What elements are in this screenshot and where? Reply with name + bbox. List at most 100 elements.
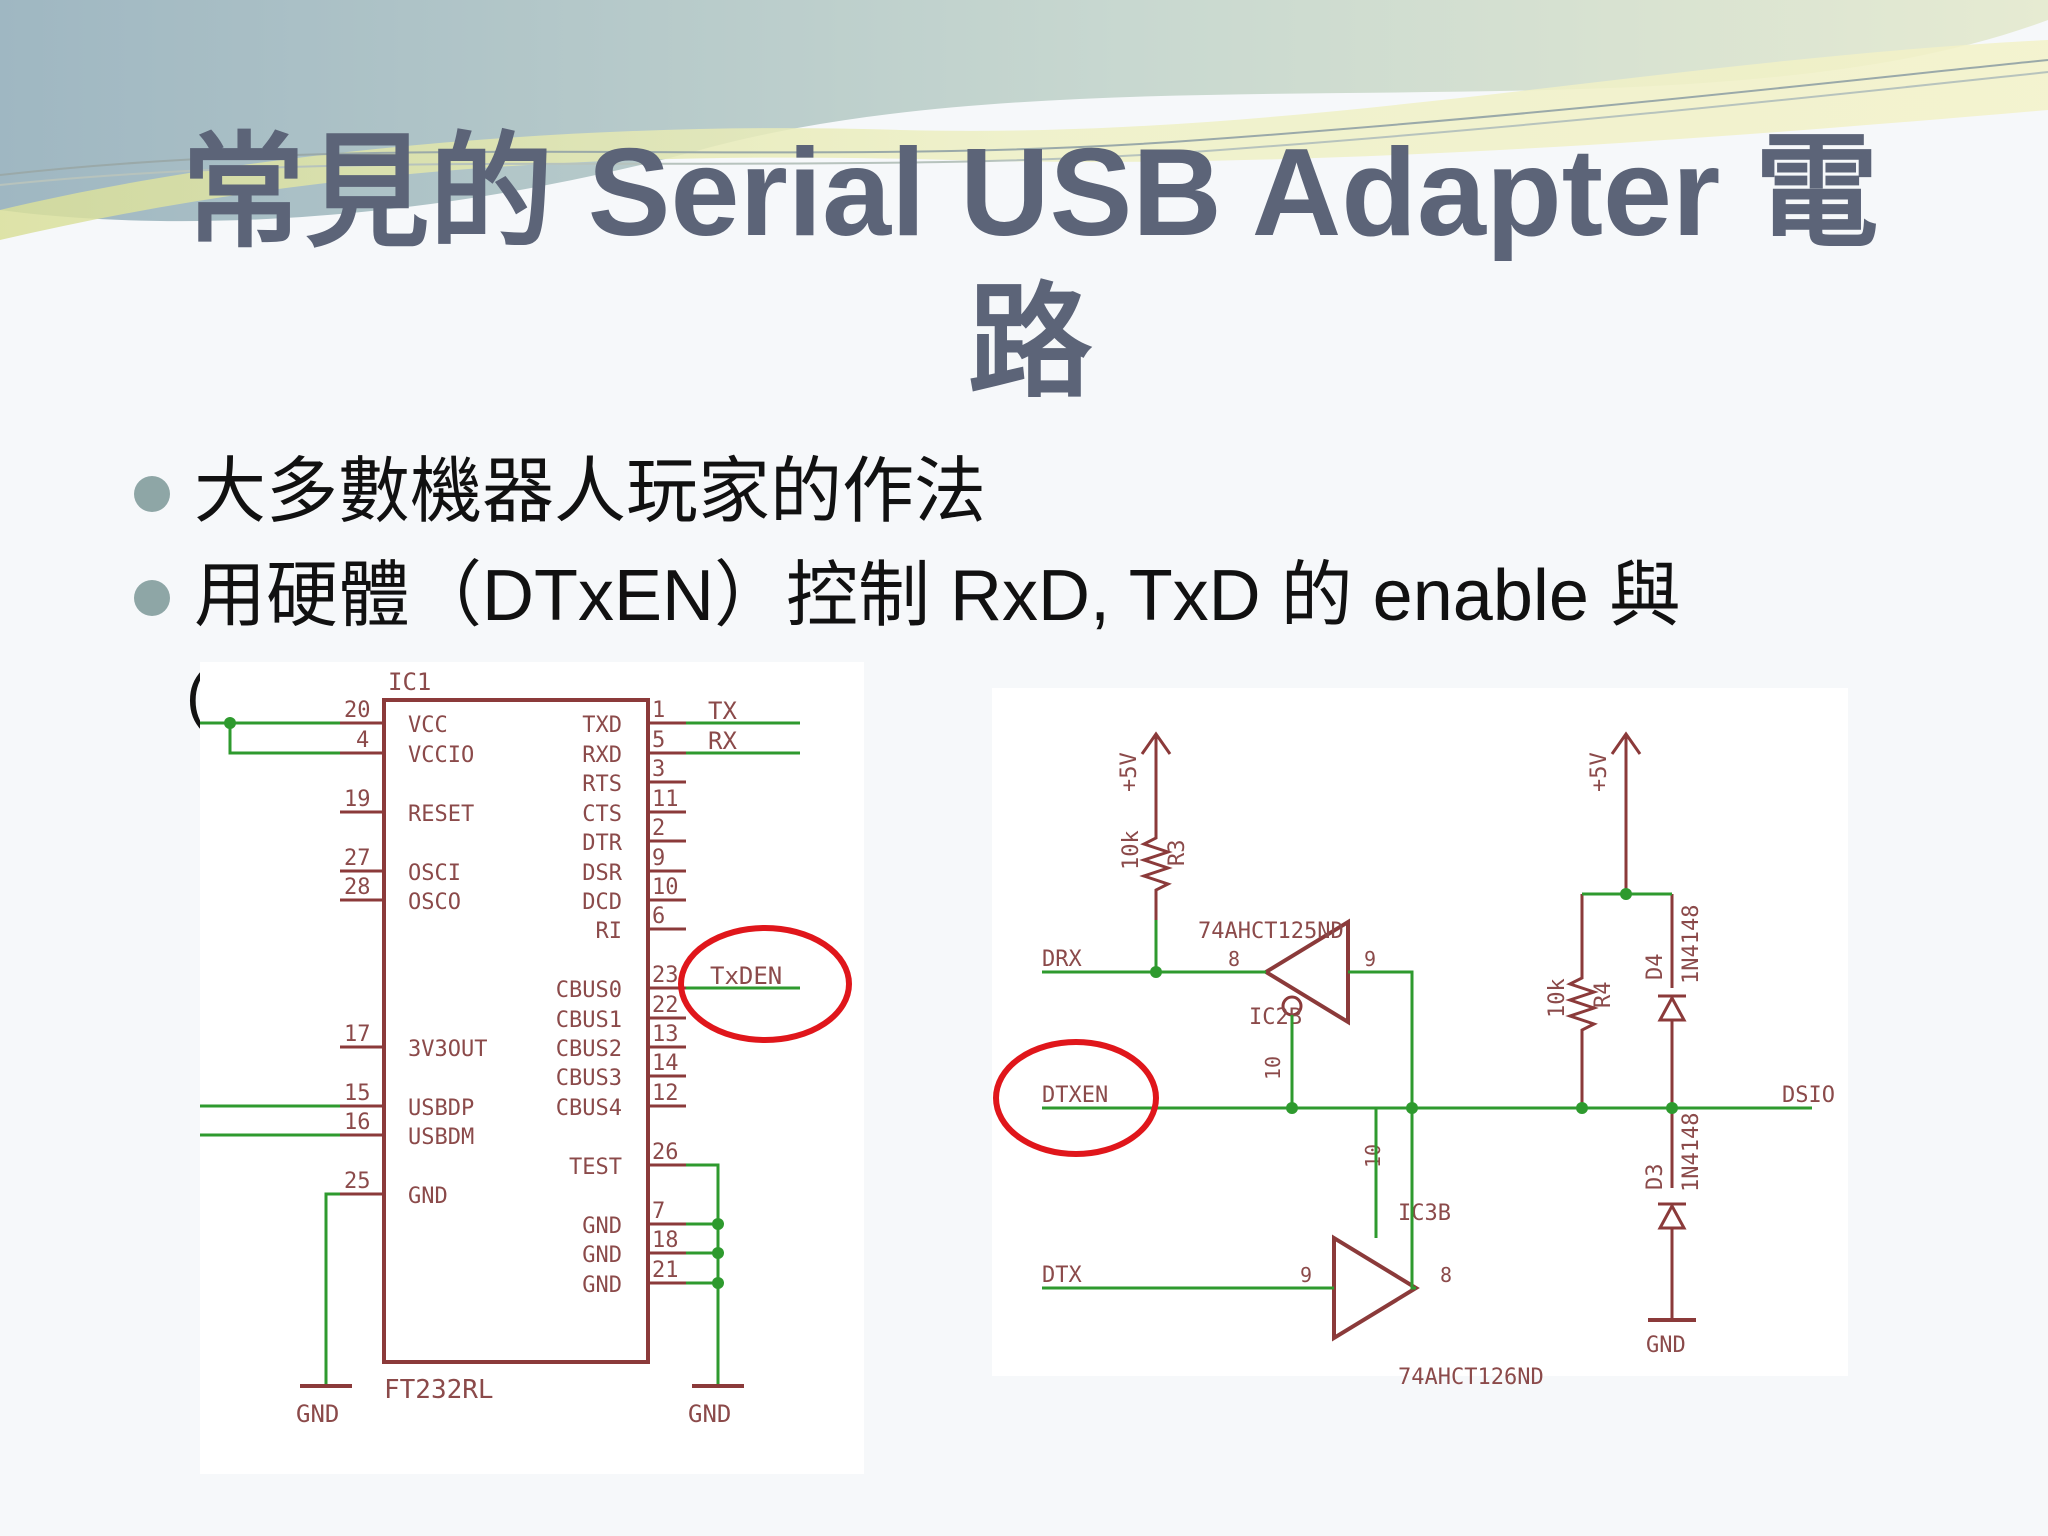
net-label-dtx: DTX <box>1042 1263 1082 1288</box>
gnd-label: GND <box>1646 1333 1686 1358</box>
ic1-pin-num: 12 <box>652 1081 679 1106</box>
ic3b-pin-label: 9 <box>1300 1263 1312 1287</box>
ic1-pin-name: RTS <box>582 772 622 797</box>
ic1-pin-name: CBUS0 <box>556 978 622 1003</box>
buffer-schematic: +5V +5V 10k R3 10k R4 74AHCT125ND IC2B 8… <box>992 688 1848 1390</box>
ic1-pin-name: RXD <box>582 743 622 768</box>
ic1-pin-name: DCD <box>582 890 622 915</box>
vcc-label-2: +5V <box>1587 752 1612 792</box>
ic1-pin-num: 1 <box>652 698 665 723</box>
gnd-right-label: GND <box>688 1400 731 1428</box>
ic1-pin-num: 9 <box>652 846 665 871</box>
ic1-pin-name: OSCO <box>408 890 461 915</box>
ic1-pin-num: 26 <box>652 1140 679 1165</box>
ic1-pin-name: GND <box>408 1184 448 1209</box>
ic1-body <box>382 698 650 1364</box>
d3-ref-label: D3 <box>1643 1164 1668 1191</box>
ic1-pin-name: CBUS3 <box>556 1066 622 1091</box>
d3-part-label: 1N4148 <box>1679 1113 1704 1192</box>
ic1-pin-name: GND <box>582 1243 622 1268</box>
ic1-pin-name: TEST <box>569 1155 622 1180</box>
ic1-pin-num: 28 <box>344 875 371 900</box>
bullet-item-1: 大多數機器人玩家的作法 <box>130 440 1930 544</box>
bullet-text-2: 用硬體（DTxEN）控制 RxD, TxD 的 enable 與 <box>194 556 1681 636</box>
dtxen-highlight-circle <box>993 1039 1159 1157</box>
r4-ref-label: R4 <box>1591 982 1616 1009</box>
ic1-pin-name: GND <box>582 1214 622 1239</box>
ic1-pin-num: 6 <box>652 904 665 929</box>
ic1-pin-num: 11 <box>652 787 679 812</box>
ic1-pin-name: TXD <box>582 713 622 738</box>
ic1-pin-num: 17 <box>344 1022 371 1047</box>
ic1-pin-num: 16 <box>344 1110 371 1135</box>
bullet-item-2: 用硬體（DTxEN）控制 RxD, TxD 的 enable 與 <box>130 544 1930 648</box>
ic1-pin-name: OSCI <box>408 861 461 886</box>
ic3b-part-label: 74AHCT126ND <box>1398 1365 1544 1390</box>
ic1-ref-label: IC1 <box>388 668 431 696</box>
ic3b-pin-label: 10 <box>1361 1144 1385 1168</box>
ic1-pin-num: 14 <box>652 1051 679 1076</box>
ic3b-pin-label: 8 <box>1440 1263 1452 1287</box>
resistor-r3 <box>1139 810 1173 920</box>
buffer-ic3b <box>1332 1234 1420 1342</box>
d4-ref-label: D4 <box>1643 954 1668 981</box>
net-label-rx: RX <box>708 727 737 755</box>
ic1-pin-num: 7 <box>652 1199 665 1224</box>
ic2b-pin-label: 8 <box>1228 947 1240 971</box>
bullet-list: 大多數機器人玩家的作法 用硬體（DTxEN）控制 RxD, TxD 的 enab… <box>130 440 1930 648</box>
ic1-pin-num: 21 <box>652 1258 679 1283</box>
ic1-part-label: FT232RL <box>384 1375 494 1405</box>
ic1-pin-name: CBUS1 <box>556 1008 622 1033</box>
net-label-dsio: DSIO <box>1782 1083 1835 1108</box>
ic2b-ref-label: IC2B <box>1249 1005 1302 1030</box>
r3-value-label: 10k <box>1119 830 1144 870</box>
ic1-pin-num: 18 <box>652 1228 679 1253</box>
bullet-text-1: 大多數機器人玩家的作法 <box>194 452 987 532</box>
ic1-pin-name: USBDM <box>408 1125 474 1150</box>
ic1-pin-name: DTR <box>582 831 622 856</box>
ic1-pin-name: VCC <box>408 713 448 738</box>
ic1-pin-num: 25 <box>344 1169 371 1194</box>
ic2b-pin-label: 10 <box>1261 1056 1285 1080</box>
ic1-pin-num: 4 <box>356 728 369 753</box>
ic1-pin-name: CBUS4 <box>556 1096 622 1121</box>
ic1-pin-name: DSR <box>582 861 622 886</box>
ic1-pin-num: 27 <box>344 846 371 871</box>
ic2b-pin-label: 9 <box>1364 947 1376 971</box>
ic1-pin-num: 5 <box>652 728 665 753</box>
vcc-label-1: +5V <box>1117 752 1142 792</box>
ic1-pin-num: 19 <box>344 787 371 812</box>
ic1-pin-name: USBDP <box>408 1096 474 1121</box>
ic1-pin-num: 3 <box>652 757 665 782</box>
ft232rl-schematic: IC1 FT232RL 20 VCC 4 VCCIO <box>200 662 864 1474</box>
net-label-tx: TX <box>708 697 737 725</box>
ic1-pin-name: CBUS2 <box>556 1037 622 1062</box>
gnd-left-label: GND <box>296 1400 339 1428</box>
ic1-pin-name: GND <box>582 1273 622 1298</box>
ic1-pin-name: RI <box>596 919 623 944</box>
ic1-pin-num: 10 <box>652 875 679 900</box>
net-label-txden: TxDEN <box>710 962 782 990</box>
ic1-pin-name: RESET <box>408 802 474 827</box>
r4-value-label: 10k <box>1545 978 1570 1018</box>
ic1-pin-num: 13 <box>652 1022 679 1047</box>
ic1-pin-num: 22 <box>652 993 679 1018</box>
resistor-r4 <box>1565 894 1599 1108</box>
slide-title-line-2: 路 <box>967 274 1092 412</box>
d4-part-label: 1N4148 <box>1679 905 1704 984</box>
header-swoosh-decoration <box>0 0 2048 240</box>
txden-highlight-circle <box>678 925 852 1043</box>
net-label-drx: DRX <box>1042 947 1082 972</box>
slide-title-line-1: 常見的 Serial USB Adapter 電 <box>181 124 1879 262</box>
ic1-pin-name: 3V3OUT <box>408 1037 487 1062</box>
ic2b-part-label: 74AHCT125ND <box>1198 919 1344 944</box>
ic1-pin-num: 20 <box>344 698 371 723</box>
ic1-pin-name: VCCIO <box>408 743 474 768</box>
r3-ref-label: R3 <box>1165 840 1190 867</box>
ic1-pin-name: CTS <box>582 802 622 827</box>
net-label-dtxen: DTXEN <box>1042 1083 1108 1108</box>
ic1-pin-num: 15 <box>344 1081 371 1106</box>
ic1-pin-num: 23 <box>652 963 679 988</box>
ic1-pin-num: 2 <box>652 816 665 841</box>
ic3b-ref-label: IC3B <box>1398 1201 1451 1226</box>
